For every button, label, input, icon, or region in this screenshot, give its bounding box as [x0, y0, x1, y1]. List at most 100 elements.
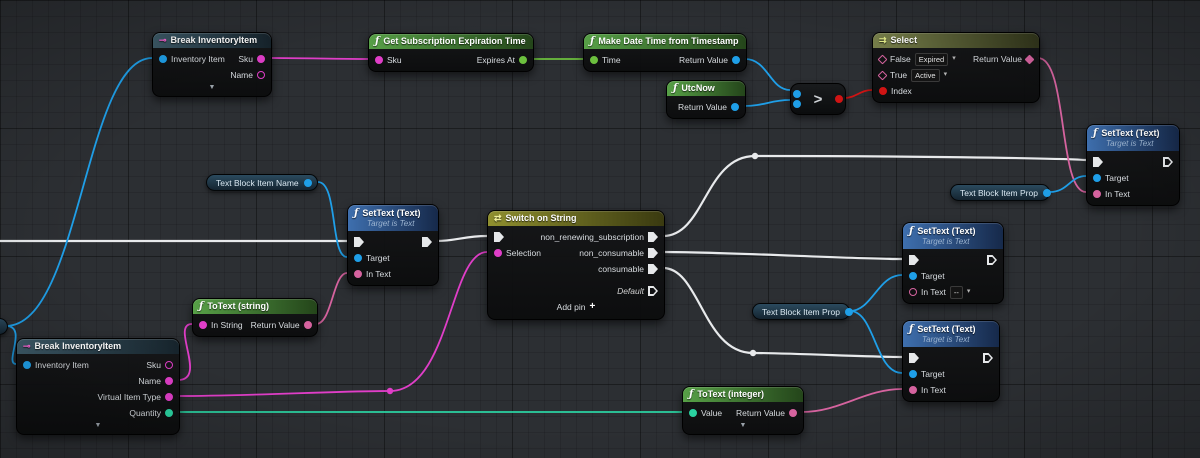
- offscreen-node-stub[interactable]: [0, 318, 8, 335]
- add-pin-label[interactable]: Add pin: [556, 302, 586, 312]
- collapse-arrow-icon[interactable]: ▼: [94, 422, 102, 429]
- pin-in-text[interactable]: [354, 270, 362, 278]
- node-totext-string[interactable]: ƒ ToText (string) In String Return Value: [192, 298, 318, 337]
- exec-out-pin[interactable]: [1163, 157, 1173, 167]
- pin-value[interactable]: [689, 409, 697, 417]
- pin-inventory-item[interactable]: [23, 361, 31, 369]
- pin-in-text[interactable]: [1093, 190, 1101, 198]
- pin-return-value[interactable]: [732, 56, 740, 64]
- false-value-dropdown[interactable]: Expired: [914, 52, 949, 66]
- wire-inventory-to-break-bottom[interactable]: [5, 325, 17, 365]
- node-settext-middle[interactable]: ƒ SetText (Text) Target is Text Target I…: [347, 204, 439, 286]
- node-settext-bottom-right[interactable]: ƒ SetText (Text) Target is Text Target I…: [902, 320, 1000, 402]
- reroute-node[interactable]: [749, 349, 757, 357]
- exec-in-pin[interactable]: [909, 255, 919, 265]
- pin-return-value[interactable]: [789, 409, 797, 417]
- pin-false[interactable]: [877, 54, 888, 64]
- pin-input-b[interactable]: [793, 100, 801, 108]
- wire-prop1-to-target[interactable]: [1049, 175, 1087, 193]
- exec-in-pin[interactable]: [909, 353, 919, 363]
- node-get-subscription-expiration-time[interactable]: ƒ Get Subscription Expiration Time Sku E…: [368, 33, 534, 72]
- node-get-text-block-item-name[interactable]: Text Block Item Name: [206, 174, 318, 191]
- wire-totextint-to-intext[interactable]: [801, 388, 903, 413]
- wire-name-to-totextstring[interactable]: [177, 323, 193, 381]
- reroute-node[interactable]: [751, 152, 759, 160]
- pin-in-text[interactable]: [909, 386, 917, 394]
- pin-output[interactable]: [1042, 188, 1051, 197]
- exec-out-pin[interactable]: [422, 237, 432, 247]
- pin-target[interactable]: [1093, 174, 1101, 182]
- wire-datetime-to-greater[interactable]: [744, 58, 791, 91]
- exec-out-default[interactable]: [648, 286, 658, 296]
- pin-target[interactable]: [909, 370, 917, 378]
- pin-name[interactable]: [257, 71, 265, 79]
- wire-utcnow-to-greater[interactable]: [743, 99, 791, 107]
- pin-sku[interactable]: [375, 56, 383, 64]
- exec-out-non-consumable[interactable]: [648, 248, 658, 258]
- node-settext-right-middle[interactable]: ƒ SetText (Text) Target is Text Target I…: [902, 222, 1004, 304]
- pin-time[interactable]: [590, 56, 598, 64]
- wire-sku[interactable]: [269, 57, 369, 60]
- exec-in-pin[interactable]: [494, 232, 504, 242]
- node-get-text-block-item-prop-upper[interactable]: Text Block Item Prop: [950, 184, 1051, 201]
- dropdown-caret-icon[interactable]: ▾: [952, 55, 956, 62]
- collapse-arrow-icon[interactable]: ▼: [208, 84, 216, 91]
- in-text-value-field[interactable]: --: [949, 285, 963, 299]
- node-make-date-time-from-timestamp[interactable]: ƒ Make Date Time from Timestamp Time Ret…: [583, 33, 747, 72]
- exec-out-pin[interactable]: [983, 353, 993, 363]
- wire-select-to-intext[interactable]: [1037, 57, 1087, 193]
- pin-target[interactable]: [354, 254, 362, 262]
- wire-totextstring-to-intext[interactable]: [315, 272, 348, 325]
- pin-return-value[interactable]: [303, 321, 312, 329]
- pin-sku[interactable]: [165, 361, 173, 369]
- collapse-arrow-icon[interactable]: ▼: [739, 422, 747, 429]
- exec-out-non-renewing[interactable]: [648, 232, 658, 242]
- pin-name[interactable]: [165, 377, 173, 385]
- reroute-node[interactable]: [386, 387, 394, 395]
- pin-result[interactable]: [835, 95, 843, 103]
- pin-return-value[interactable]: [1024, 54, 1035, 64]
- pin-in-text[interactable]: [909, 288, 917, 296]
- pin-virtual-item-type[interactable]: [165, 393, 173, 401]
- pin-selection[interactable]: [494, 249, 502, 257]
- node-break-inventoryitem-top[interactable]: ⊸ Break InventoryItem Inventory Item Sku…: [152, 32, 272, 97]
- pin-expires-at[interactable]: [519, 56, 527, 64]
- function-icon: ƒ: [909, 323, 914, 335]
- node-switch-on-string[interactable]: ⇄ Switch on String non_renewing_subscrip…: [487, 210, 665, 320]
- node-title: Select: [890, 35, 918, 45]
- add-pin-icon[interactable]: +: [589, 301, 596, 312]
- wire-prop2-to-target-bottom[interactable]: [849, 310, 903, 374]
- wire-prop2-to-target-mid[interactable]: [849, 274, 903, 312]
- wire-exec-settext-to-switch[interactable]: [436, 234, 488, 243]
- node-totext-integer[interactable]: ƒ ToText (integer) Value Return Value ▼: [682, 386, 804, 435]
- exec-out-pin[interactable]: [987, 255, 997, 265]
- node-greater-than[interactable]: >: [790, 83, 846, 115]
- pin-return-value[interactable]: [731, 103, 739, 111]
- exec-in-pin[interactable]: [1093, 157, 1103, 167]
- exec-in-pin[interactable]: [354, 237, 364, 247]
- node-select[interactable]: ⇉ Select False Expired ▾ Return Value Tr…: [872, 32, 1040, 103]
- pin-output[interactable]: [303, 178, 312, 187]
- node-settext-top-right[interactable]: ƒ SetText (Text) Target is Text Target I…: [1086, 124, 1180, 206]
- wire-inventory-to-break-top[interactable]: [5, 57, 153, 327]
- pin-input-a[interactable]: [793, 90, 801, 98]
- node-break-inventoryitem-bottom[interactable]: ⊸ Break InventoryItem Inventory Item Sku…: [16, 338, 180, 435]
- pin-index[interactable]: [879, 87, 887, 95]
- pin-true[interactable]: [877, 70, 888, 80]
- dropdown-caret-icon[interactable]: ▾: [966, 288, 971, 295]
- pin-output[interactable]: [844, 307, 853, 316]
- pin-sku[interactable]: [257, 55, 265, 63]
- exec-out-consumable[interactable]: [648, 264, 658, 274]
- wire-greater-to-index[interactable]: [843, 89, 873, 99]
- wire-itemname-to-target[interactable]: [317, 181, 348, 258]
- node-utcnow[interactable]: ƒ UtcNow Return Value: [666, 80, 746, 119]
- node-get-text-block-item-prop-lower[interactable]: Text Block Item Prop: [752, 303, 853, 320]
- wire-exec-nonconsumable[interactable]: [662, 250, 903, 261]
- pin-quantity[interactable]: [165, 409, 173, 417]
- pin-target[interactable]: [909, 272, 917, 280]
- pin-inventory-item[interactable]: [159, 55, 167, 63]
- dropdown-caret-icon[interactable]: ▾: [943, 71, 948, 78]
- pin-in-string[interactable]: [199, 321, 207, 329]
- true-value-dropdown[interactable]: Active: [911, 68, 940, 82]
